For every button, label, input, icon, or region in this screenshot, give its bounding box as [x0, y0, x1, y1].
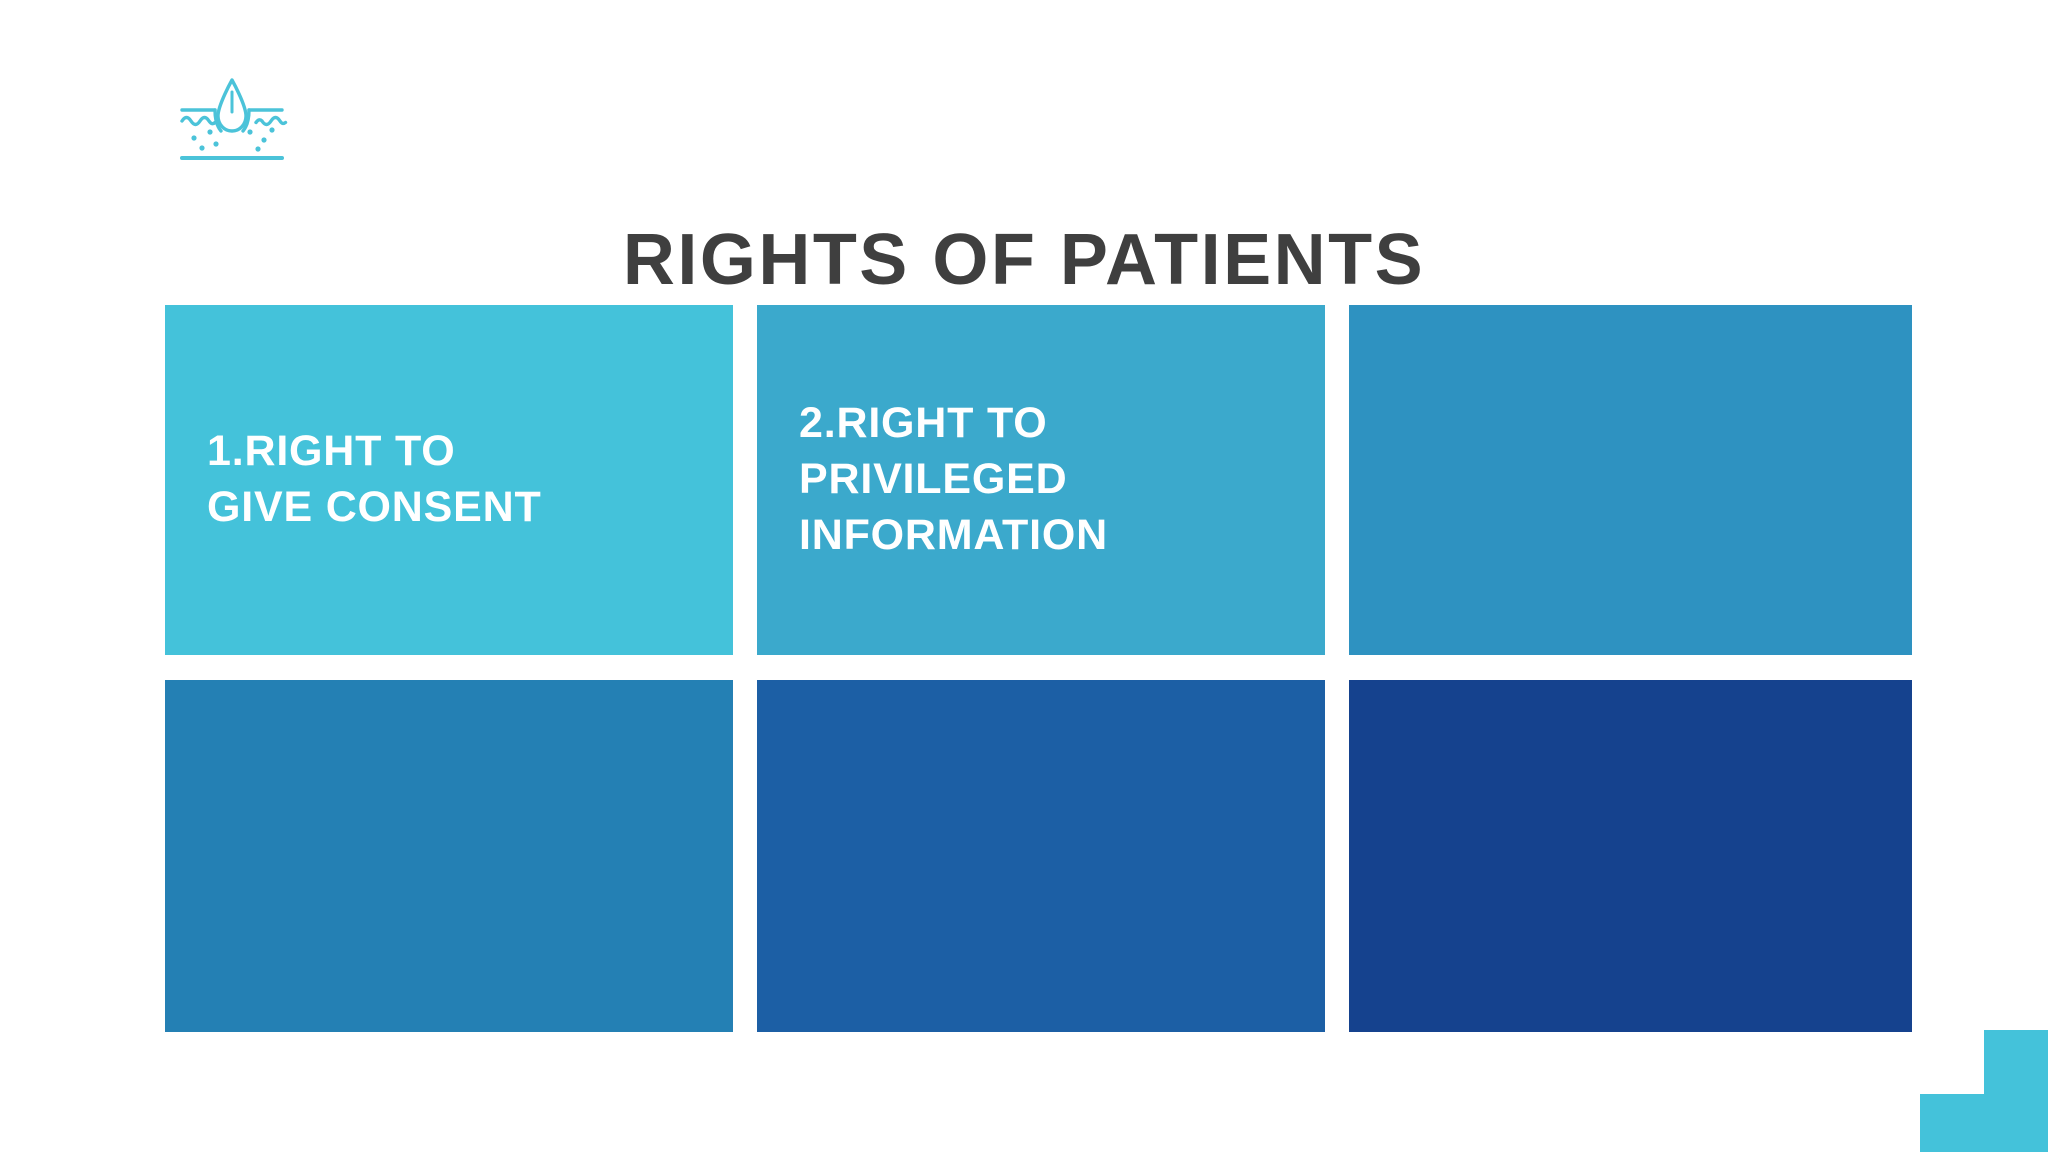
- card-empty-5[interactable]: [757, 680, 1325, 1032]
- card-right-to-give-consent[interactable]: 1.RIGHT TO GIVE CONSENT: [165, 305, 733, 655]
- card-empty-4[interactable]: [165, 680, 733, 1032]
- card-empty-3[interactable]: [1349, 305, 1912, 655]
- card-empty-6[interactable]: [1349, 680, 1912, 1032]
- card-right-to-privileged-information[interactable]: 2.RIGHT TO PRIVILEGED INFORMATION: [757, 305, 1325, 655]
- corner-decoration-lower-step: [1920, 1094, 2048, 1152]
- corner-decoration: [1920, 1030, 2048, 1152]
- page-title: RIGHTS OF PATIENTS: [622, 220, 1426, 301]
- card-label: 2.RIGHT TO PRIVILEGED INFORMATION: [799, 399, 1108, 559]
- card-label: 1.RIGHT TO GIVE CONSENT: [207, 427, 542, 531]
- skin-hydration-droplet-icon: [172, 72, 292, 164]
- card-grid: 1.RIGHT TO GIVE CONSENT 2.RIGHT TO PRIVI…: [165, 305, 1912, 1032]
